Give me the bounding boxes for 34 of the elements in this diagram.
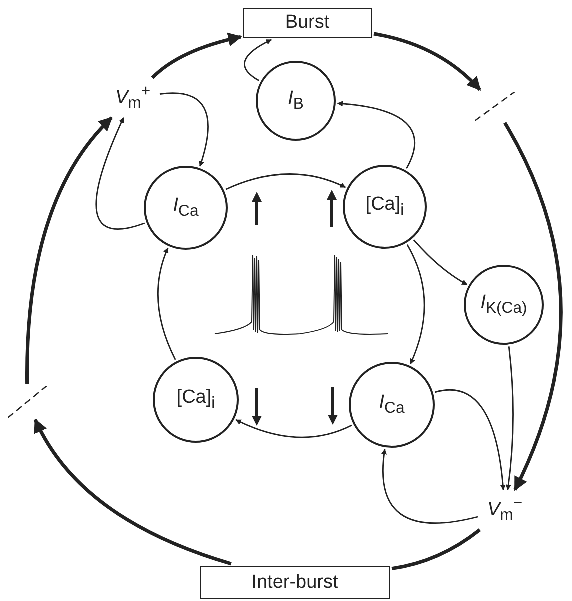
- current-circle: [349, 362, 435, 448]
- node-label: [Ca]$_{i}$: [366, 194, 404, 220]
- connector-line: [392, 528, 482, 571]
- node-label: Burst: [285, 12, 330, 34]
- arrow: [435, 390, 506, 491]
- current-circle: [144, 166, 228, 250]
- arrow: [157, 248, 176, 360]
- state-box: [243, 8, 372, 38]
- arrow: [160, 92, 209, 167]
- node-label: I$_{Ca}$: [173, 195, 199, 221]
- arrow: [382, 448, 478, 524]
- state-box: [200, 566, 390, 599]
- arrow: [34, 418, 232, 566]
- arrow: [406, 244, 426, 365]
- node-label: I$_{Ca}$: [379, 392, 405, 418]
- node-label: [Ca]$_{i}$: [176, 387, 216, 413]
- node-label: I$_{K(Ca)}$: [480, 292, 528, 318]
- arrow: [151, 33, 242, 80]
- arrow: [506, 346, 514, 491]
- current-circle: [464, 265, 544, 345]
- arrow: [96, 118, 145, 230]
- concentration-circle: [343, 165, 427, 249]
- arrow: [26, 116, 114, 384]
- arrow: [413, 240, 468, 286]
- node-label: Inter-burst: [252, 572, 338, 594]
- arrow: [337, 101, 416, 169]
- arrow: [236, 419, 352, 438]
- arrow: [244, 39, 272, 82]
- current-circle: [256, 61, 336, 141]
- arrow: [374, 32, 482, 92]
- concentration-circle: [153, 357, 239, 443]
- node-label: I$_{B}$: [288, 88, 304, 114]
- arrow: [226, 174, 346, 190]
- arrow: [503, 122, 563, 492]
